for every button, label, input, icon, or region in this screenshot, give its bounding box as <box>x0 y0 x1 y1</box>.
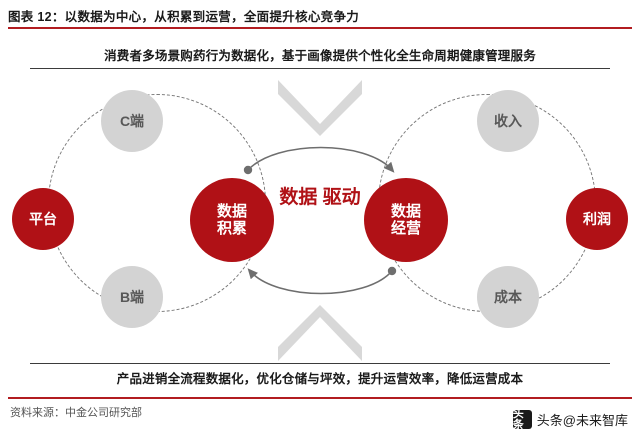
node-data-operation-label-line1: 数据 <box>390 202 421 220</box>
center-label-line1: 数据 <box>279 187 318 208</box>
node-data-accumulation-label-line2: 积累 <box>216 220 247 237</box>
node-platform-label: 平台 <box>29 210 57 227</box>
source-note: 资料来源：中金公司研究部 <box>10 407 142 419</box>
banner-top-divider <box>30 68 610 69</box>
watermark: 头条 头条@未来智库 <box>512 408 628 430</box>
node-cost-label: 成本 <box>494 288 522 305</box>
center-label-line2: 驱动 <box>322 187 361 208</box>
chevron-up-icon <box>278 305 362 361</box>
node-income-label: 收入 <box>494 112 522 129</box>
node-c-end-label: C端 <box>119 112 145 129</box>
node-income[interactable]: 收入 <box>477 90 539 152</box>
node-cost[interactable]: 成本 <box>477 266 539 328</box>
node-platform[interactable]: 平台 <box>12 188 74 250</box>
banner-bottom-divider <box>30 363 610 364</box>
node-data-accumulation-label-line1: 数据 <box>216 202 247 220</box>
node-data-operation-label-line2: 经营 <box>390 220 421 237</box>
node-profit-label: 利润 <box>583 210 611 227</box>
node-profit[interactable]: 利润 <box>566 188 628 250</box>
header-divider <box>8 27 632 29</box>
banner-bottom-text: 产品进销全流程数据化，优化仓储与坪效，提升运营效率，降低运营成本 <box>116 372 524 386</box>
banner-top-text: 消费者多场景购药行为数据化，基于画像提供个性化全生命周期健康管理服务 <box>104 49 536 63</box>
watermark-text: 头条@未来智库 <box>536 413 628 428</box>
node-b-end-label: B端 <box>119 288 145 305</box>
footer-divider <box>8 397 632 399</box>
node-c-end[interactable]: C端 <box>101 90 163 152</box>
node-data-operation[interactable]: 数据 经营 <box>364 178 448 262</box>
page-title: 图表 12：以数据为中心，从积累到运营，全面提升核心竞争力 <box>8 10 360 24</box>
chevron-down-icon <box>278 80 362 136</box>
watermark-logo-icon: 头条 <box>512 408 532 430</box>
center-label: 数据 驱动 <box>278 185 362 211</box>
node-data-accumulation[interactable]: 数据 积累 <box>190 178 274 262</box>
node-b-end[interactable]: B端 <box>101 266 163 328</box>
